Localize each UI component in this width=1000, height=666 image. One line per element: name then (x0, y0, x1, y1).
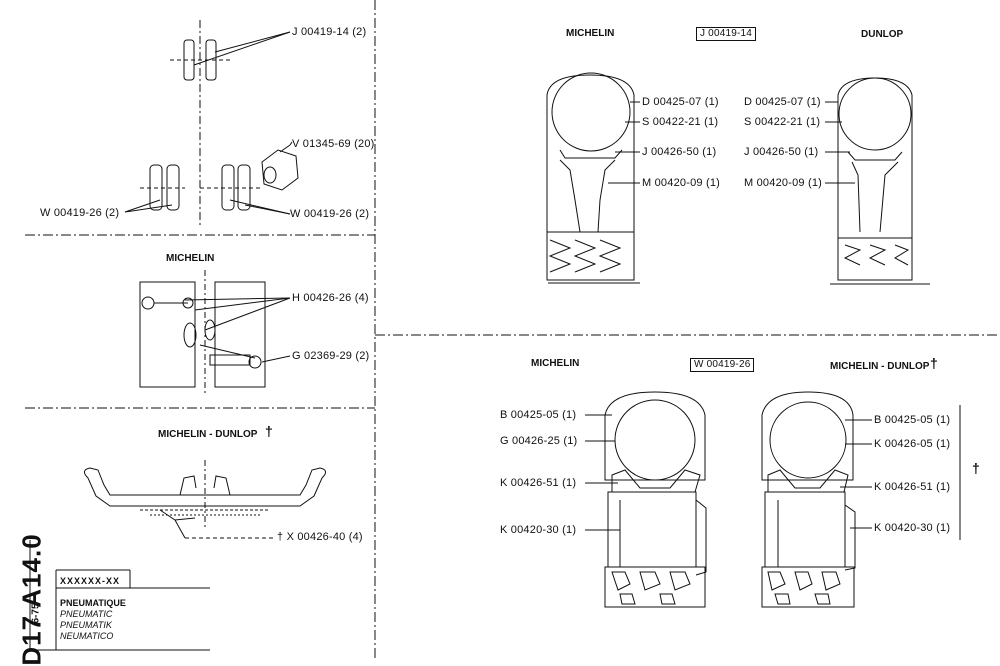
dagger-mark-side: † (972, 460, 980, 476)
valve-nut-drawing (261, 141, 299, 191)
michelin-tyre-section (546, 72, 640, 284)
top-left-part-s: S 00422-21 (1) (642, 116, 719, 128)
bottom-left-part-g: G 00426-25 (1) (500, 435, 578, 447)
top-right-part-d: D 00425-07 (1) (744, 96, 821, 108)
michelin-dunlop-detail-title: MICHELIN - DUNLOP (158, 429, 258, 440)
name-english: PNEUMATIC (60, 609, 113, 619)
top-left-part-j: J 00426-50 (1) (642, 146, 717, 158)
bottom-michelin-title: MICHELIN (531, 358, 580, 369)
washer-pair-right (200, 164, 291, 215)
washer-pair-left (124, 164, 185, 213)
bottom-right-part-k51: K 00426-51 (1) (874, 481, 951, 493)
label-w-00419-26-right: W 00419-26 (2) (290, 208, 370, 220)
dunlop-tyre-section (825, 77, 930, 285)
reference-code: XXXXXX-XX (60, 576, 121, 586)
label-v-01345-69: V 01345-69 (20) (292, 138, 375, 150)
dagger-mark: † (265, 423, 273, 439)
bottom-right-part-b: B 00425-05 (1) (874, 414, 951, 426)
name-german: PNEUMATIK (60, 620, 112, 630)
michelin-dunlop-solid-tyre-section (761, 391, 961, 608)
label-w-00419-26-left: W 00419-26 (2) (40, 207, 120, 219)
top-right-part-m: M 00420-09 (1) (744, 177, 823, 189)
bottom-right-part-k30: K 00420-30 (1) (874, 522, 951, 534)
title-block-frame (29, 540, 210, 651)
ref-box-w-00419-26: W 00419-26 (690, 358, 755, 372)
michelin-solid-tyre-section (585, 391, 707, 608)
drawing-date: 6-75 (30, 603, 42, 624)
label-h-00426-26: H 00426-26 (4) (292, 292, 369, 304)
bottom-right-part-k05: K 00426-05 (1) (874, 438, 951, 450)
label-x-00426-40: † X 00426-40 (4) (277, 531, 363, 543)
name-french: PNEUMATIQUE (60, 598, 126, 608)
michelin-detail-title: MICHELIN (166, 253, 215, 264)
top-michelin-title: MICHELIN (566, 28, 615, 39)
top-left-part-d: D 00425-07 (1) (642, 96, 719, 108)
michelin-rim-detail (139, 270, 291, 395)
top-right-part-s: S 00422-21 (1) (744, 116, 821, 128)
dagger-mark-right: † (930, 355, 938, 371)
label-g-02369-29: G 02369-29 (2) (292, 350, 370, 362)
drawing-code: D17 A14.0 (16, 533, 47, 666)
name-spanish: NEUMATICO (60, 631, 114, 641)
bottom-md-title: MICHELIN - DUNLOP (830, 361, 930, 372)
ref-box-j-00419-14: J 00419-14 (696, 27, 757, 41)
bottom-left-part-k51: K 00426-51 (1) (500, 477, 577, 489)
bottom-left-part-k30: K 00420-30 (1) (500, 524, 577, 536)
michelin-dunlop-rim-section (84, 460, 326, 539)
top-dunlop-title: DUNLOP (861, 29, 904, 40)
label-j-00419-14: J 00419-14 (2) (292, 26, 367, 38)
bottom-left-part-b: B 00425-05 (1) (500, 409, 577, 421)
top-left-part-m: M 00420-09 (1) (642, 177, 721, 189)
top-right-part-j: J 00426-50 (1) (744, 146, 819, 158)
washer-stack-top (170, 20, 291, 225)
